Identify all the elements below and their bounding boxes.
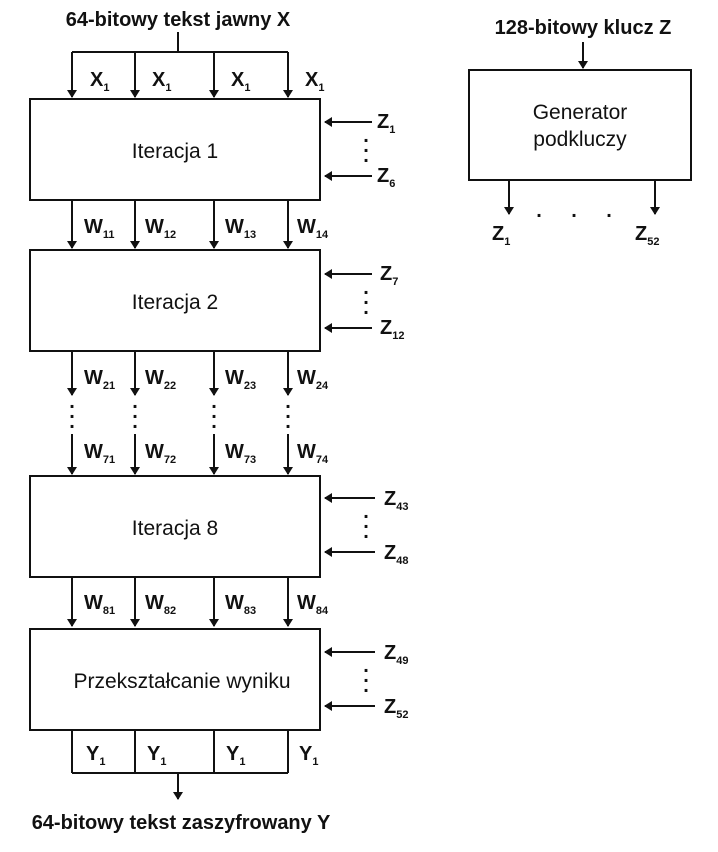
word-label: W23: [225, 367, 256, 392]
output-split-label: Y1: [226, 743, 245, 768]
word-label: W74: [297, 441, 329, 466]
key-dots: .: [363, 511, 369, 533]
key-dots: .: [363, 277, 369, 299]
subkey-generator-title: Generator: [533, 101, 628, 124]
key-dots: .: [363, 297, 369, 319]
key-dots: .: [363, 675, 369, 697]
subkey-label: Z6: [377, 165, 395, 190]
subkey-label: Z48: [384, 542, 408, 567]
svg-text:.: .: [132, 411, 138, 433]
svg-text:.: .: [211, 401, 217, 423]
svg-text:.: .: [211, 391, 217, 413]
svg-text:.: .: [571, 200, 577, 222]
word-label: W14: [297, 216, 329, 241]
svg-text:.: .: [536, 200, 542, 222]
subkey-label: Z1: [377, 111, 395, 136]
iteration-8-box: [29, 475, 321, 578]
input-split-label: X1: [152, 69, 171, 94]
word-label: W84: [297, 592, 329, 617]
word-label: W83: [225, 592, 256, 617]
output-split-label: Y1: [147, 743, 166, 768]
key-dots: .: [363, 501, 369, 523]
word-label: W72: [145, 441, 176, 466]
key-dots: .: [363, 125, 369, 147]
svg-text:.: .: [69, 391, 75, 413]
word-label: W24: [297, 367, 329, 392]
input-split-label: X1: [90, 69, 109, 94]
word-label: W21: [84, 367, 115, 392]
subkey-output-label: Z52: [635, 223, 659, 248]
key-dots: .: [363, 287, 369, 309]
output-split-label: Y1: [86, 743, 105, 768]
svg-text:.: .: [132, 391, 138, 413]
svg-text:.: .: [285, 401, 291, 423]
word-label: W11: [84, 216, 115, 241]
word-label: W13: [225, 216, 256, 241]
subkey-label: Z7: [380, 263, 398, 288]
subkey-generator-box: [468, 69, 692, 181]
subkey-label: Z43: [384, 488, 408, 513]
word-label: W12: [145, 216, 176, 241]
key-dots: .: [363, 145, 369, 167]
svg-text:.: .: [285, 411, 291, 433]
input-label: 64-bitowy tekst jawny X: [66, 9, 291, 31]
key-label: 128-bitowy klucz Z: [495, 17, 672, 39]
key-dots: .: [363, 655, 369, 677]
iteration-1-box: [29, 98, 321, 201]
word-label: W22: [145, 367, 176, 392]
svg-text:.: .: [69, 401, 75, 423]
iteration-2-box: [29, 249, 321, 352]
input-split-label: X1: [231, 69, 250, 94]
subkey-ellipsis: . . .: [536, 200, 612, 222]
subkey-generator-subtitle: podkluczy: [533, 128, 627, 151]
output-split-label: Y1: [299, 743, 318, 768]
word-label: W82: [145, 592, 176, 617]
svg-text:.: .: [285, 391, 291, 413]
output-label: 64-bitowy tekst zaszyfrowany Y: [32, 812, 331, 834]
input-split-label: X1: [305, 69, 324, 94]
subkey-label: Z49: [384, 642, 408, 667]
svg-text:.: .: [606, 200, 612, 222]
word-label: W73: [225, 441, 256, 466]
subkey-output-label: Z1: [492, 223, 510, 248]
iteration-ellipsis: . . . . . . . . . . . .: [69, 391, 291, 433]
iteration-8-title: Iteracja 8: [132, 517, 218, 540]
key-dots: .: [363, 521, 369, 543]
key-dots: .: [363, 135, 369, 157]
word-label: W71: [84, 441, 115, 466]
output-transformation-box: [29, 628, 321, 731]
iteration-1-title: Iteracja 1: [132, 140, 218, 163]
subkey-label: Z12: [380, 317, 404, 342]
key-dots: .: [363, 665, 369, 687]
output-transformation-title: Przekształcanie wyniku: [73, 670, 290, 693]
svg-text:.: .: [132, 401, 138, 423]
iteration-2-title: Iteracja 2: [132, 291, 218, 314]
word-label: W81: [84, 592, 115, 617]
subkey-label: Z52: [384, 696, 408, 721]
svg-text:.: .: [69, 411, 75, 433]
svg-text:.: .: [211, 411, 217, 433]
